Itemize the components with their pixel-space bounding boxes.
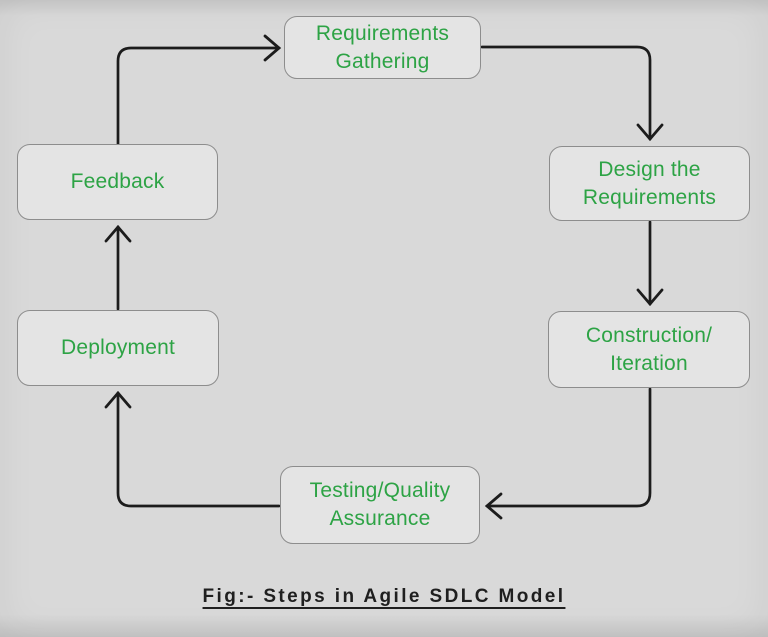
node-label: Requirements Gathering — [315, 21, 450, 73]
figure-caption: Fig:- Steps in Agile SDLC Model — [202, 586, 566, 607]
node-feedback: Feedback — [17, 144, 218, 220]
node-testing-quality-assurance: Testing/Quality Assurance — [280, 466, 480, 544]
node-design-the-requirements: Design the Requirements — [549, 146, 750, 221]
node-label: Design the Requirements — [582, 157, 717, 209]
arrow-feedback-to-requirements — [116, 34, 282, 146]
node-construction-iteration: Construction/ Iteration — [548, 311, 750, 388]
node-requirements-gathering: Requirements Gathering — [284, 16, 481, 79]
arrow-testing-to-deployment — [104, 390, 281, 508]
node-label: Testing/Quality Assurance — [309, 479, 451, 530]
node-label: Feedback — [70, 170, 165, 194]
node-deployment: Deployment — [17, 310, 219, 386]
arrow-requirements-to-design — [480, 45, 664, 142]
node-label: Construction/ Iteration — [585, 323, 713, 375]
node-label: Deployment — [60, 336, 176, 360]
arrow-construction-to-testing — [484, 387, 652, 520]
